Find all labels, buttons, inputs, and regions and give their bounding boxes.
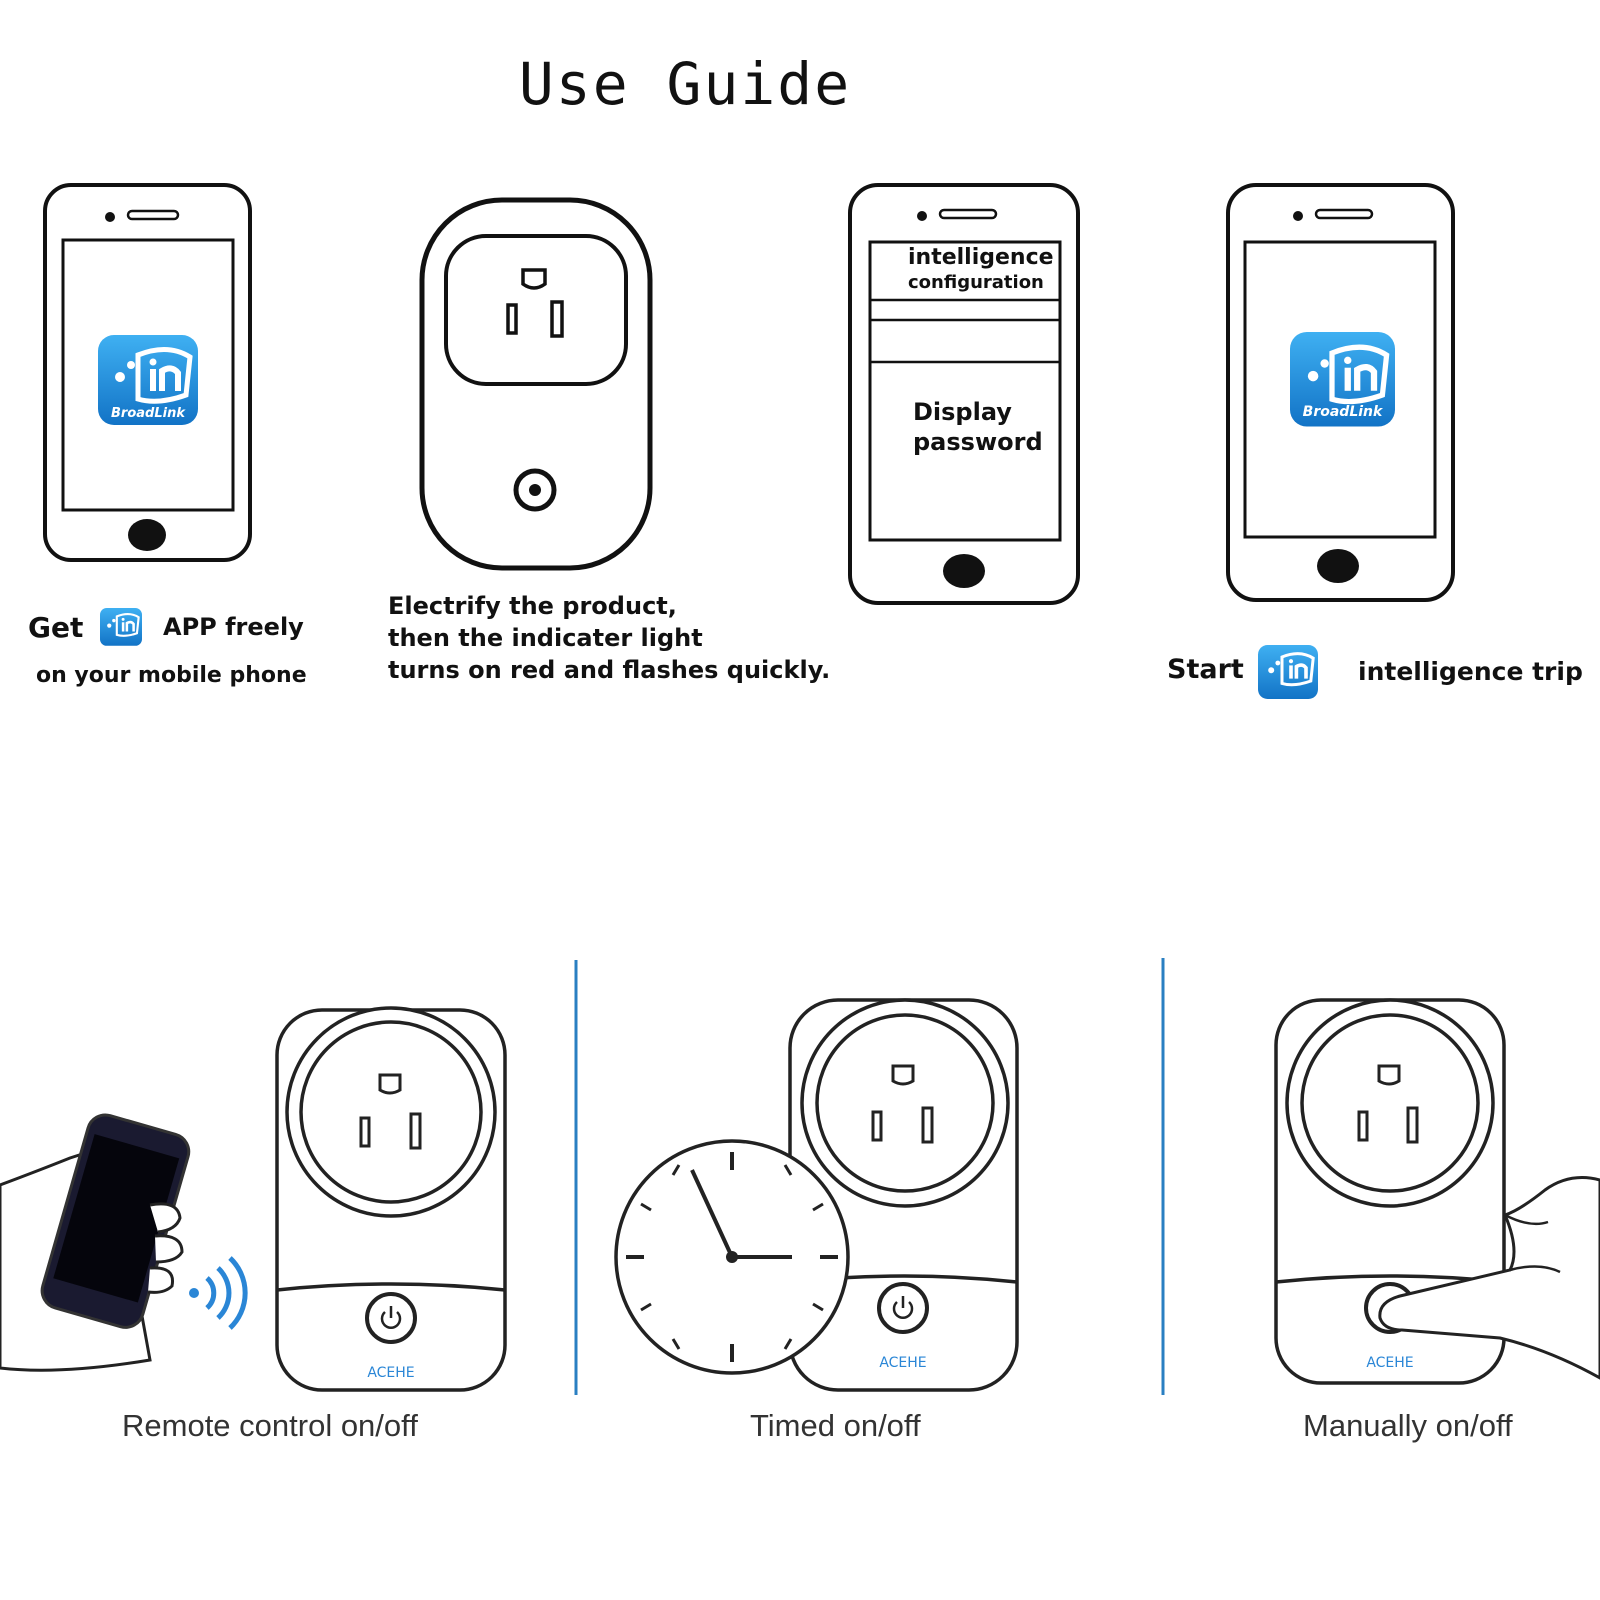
- feature-remote-label: Remote control on/off: [122, 1408, 418, 1444]
- app-logo-small-1: [100, 608, 142, 646]
- socket-step2: [422, 200, 650, 568]
- step1-get: Get: [28, 612, 83, 644]
- phone-step4: [1228, 185, 1453, 600]
- screen-line4: password: [913, 428, 1043, 456]
- brand-label-1: ACEHE: [361, 1365, 421, 1381]
- feature-manual-label: Manually on/off: [1303, 1408, 1513, 1444]
- logo-label-1: BroadLink: [98, 406, 198, 421]
- screen-line2: configuration: [908, 272, 1044, 293]
- brand-label-2: ACEHE: [873, 1355, 933, 1371]
- hand-phone: [0, 1111, 193, 1371]
- clock-icon: [616, 1141, 848, 1373]
- step2-line3: turns on red and flashes quickly.: [388, 654, 830, 686]
- screen-line3: Display: [913, 398, 1012, 426]
- socket-remote: [277, 1008, 505, 1390]
- phone-step1: [45, 185, 250, 560]
- feature-timed-label: Timed on/off: [750, 1408, 921, 1444]
- step4-start: Start: [1167, 654, 1244, 686]
- step2-line1: Electrify the product,: [388, 590, 677, 622]
- brand-label-3: ACEHE: [1360, 1355, 1420, 1371]
- logo-label-2: BroadLink: [1290, 404, 1395, 420]
- screen-line1: intelligence: [908, 245, 1054, 270]
- step1-app: APP freely: [163, 611, 304, 643]
- step2-line2: then the indicater light: [388, 622, 703, 654]
- step4-trip: intelligence trip: [1358, 656, 1583, 688]
- app-logo-small-2: [1258, 645, 1318, 699]
- wifi-signal-icon: [189, 1258, 245, 1328]
- step1-line2: on your mobile phone: [36, 660, 307, 692]
